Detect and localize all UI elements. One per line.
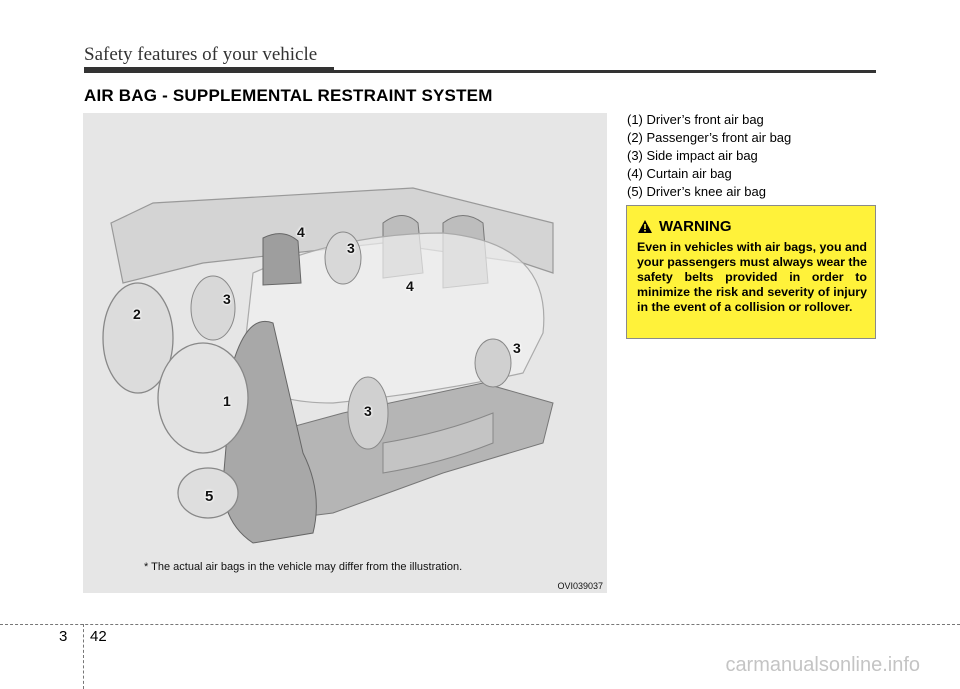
label-curtain-airbag-2: 4 bbox=[406, 278, 414, 294]
airbag-illustration: 1 2 3 3 3 3 3 4 4 5 * The actual air bag… bbox=[83, 113, 607, 593]
legend-item: (1) Driver’s front air bag bbox=[627, 111, 791, 129]
label-side-airbag-1: 3 bbox=[223, 291, 231, 307]
label-passenger-front-airbag: 2 bbox=[133, 306, 141, 322]
page-number: 42 bbox=[90, 628, 107, 645]
airbag-legend: (1) Driver’s front air bag (2) Passenger… bbox=[627, 111, 791, 201]
figure-code: OVI039037 bbox=[557, 581, 603, 591]
legend-item: (3) Side impact air bag bbox=[627, 147, 791, 165]
label-side-airbag-4: 3 bbox=[513, 340, 521, 356]
figure-note: * The actual air bags in the vehicle may… bbox=[144, 561, 462, 573]
footer-vertical-divider bbox=[83, 624, 84, 689]
warning-box: WARNING Even in vehicles with air bags, … bbox=[626, 205, 876, 339]
header-title: Safety features of your vehicle bbox=[84, 44, 317, 66]
footer-divider bbox=[0, 624, 960, 625]
page-chapter: 3 bbox=[59, 628, 67, 645]
header-rule bbox=[84, 70, 876, 73]
label-driver-front-airbag: 1 bbox=[223, 393, 231, 409]
warning-triangle-icon bbox=[637, 219, 653, 234]
legend-item: (4) Curtain air bag bbox=[627, 165, 791, 183]
section-title: AIR BAG - SUPPLEMENTAL RESTRAINT SYSTEM bbox=[84, 86, 493, 106]
legend-item: (5) Driver’s knee air bag bbox=[627, 183, 791, 201]
warning-text: Even in vehicles with air bags, you and … bbox=[637, 240, 867, 315]
label-side-airbag-3: 3 bbox=[364, 403, 372, 419]
watermark: carmanualsonline.info bbox=[725, 654, 920, 677]
airbag-drawing bbox=[83, 113, 607, 593]
label-knee-airbag: 5 bbox=[205, 488, 213, 505]
legend-item: (2) Passenger’s front air bag bbox=[627, 129, 791, 147]
label-curtain-airbag-1: 4 bbox=[297, 224, 305, 240]
label-side-airbag-2: 3 bbox=[347, 240, 355, 256]
warning-label: WARNING bbox=[659, 218, 732, 235]
warning-header: WARNING bbox=[637, 218, 732, 235]
